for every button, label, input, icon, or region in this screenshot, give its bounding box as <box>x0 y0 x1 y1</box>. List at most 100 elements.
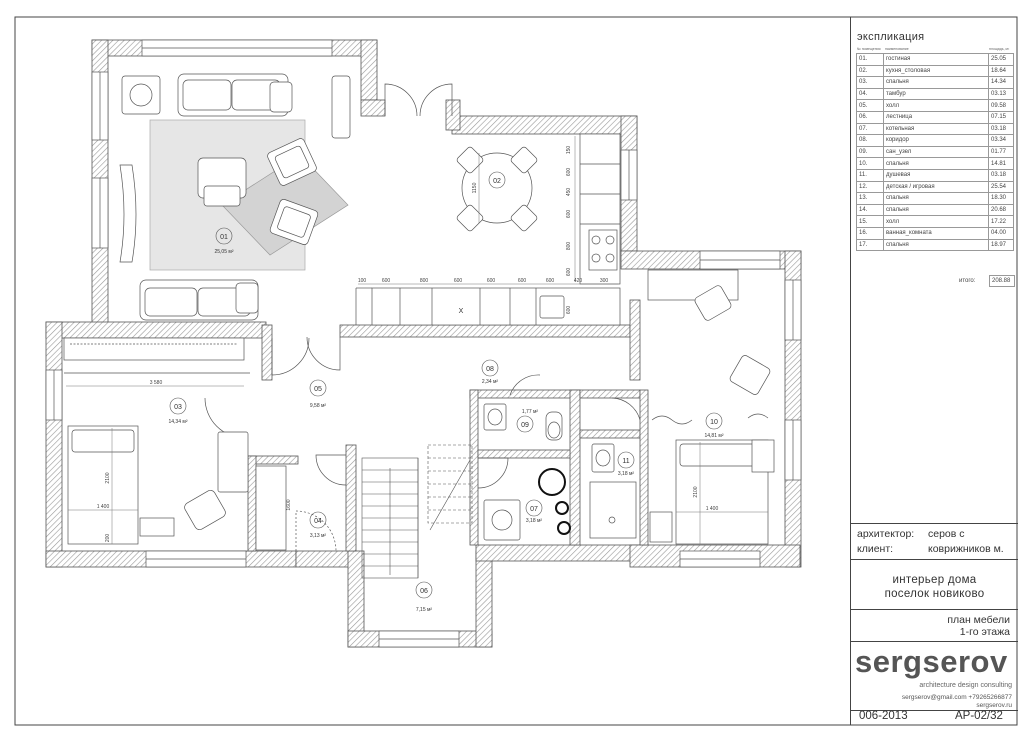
explication-row-area: 14.34 <box>988 76 1014 89</box>
room-05-area: 9,58 м² <box>310 403 327 409</box>
explication-row-number: 12. <box>856 180 884 194</box>
explication-col-area: площадь, м² <box>989 47 1010 51</box>
kitchen-marker: X <box>459 308 464 315</box>
room-03-number: 03 <box>174 404 182 411</box>
explication-row-name: душевая <box>883 168 989 182</box>
explication-row-number: 15. <box>856 215 884 228</box>
explication-row-area: 03.18 <box>988 122 1014 136</box>
explication-row-number: 01. <box>856 53 884 66</box>
title-block-divider <box>851 609 1018 610</box>
explication-row-name: тамбур <box>883 87 989 101</box>
kitchen-side-dim: 600 <box>566 306 572 315</box>
explication-row-area: 25.54 <box>988 180 1014 194</box>
architect-value: серов с <box>928 528 965 540</box>
kitchen-furniture <box>355 133 621 326</box>
explication-row-name: лестница <box>883 110 989 124</box>
explication-row-name: детская / игровая <box>883 180 989 194</box>
explication-row-name: гостиная <box>883 53 989 66</box>
explication-row-area: 18.97 <box>988 238 1014 252</box>
wardrobe-dim: 3 580 <box>150 380 163 386</box>
explication-total-value: 208.88 <box>989 275 1015 287</box>
plan-title-line1: план мебели <box>947 614 1010 626</box>
explication-row-number: 06. <box>856 110 884 124</box>
explication-row-number: 11. <box>856 168 884 182</box>
plan-title-line2: 1-го этажа <box>959 626 1010 638</box>
explication-row-area: 01.77 <box>988 145 1014 159</box>
title-block-divider <box>851 710 1018 711</box>
explication-row-area: 25.05 <box>988 53 1014 66</box>
room-06-area: 7,15 м² <box>416 607 433 613</box>
room-08-number: 08 <box>486 366 494 373</box>
bedroom-10-furniture <box>647 269 775 545</box>
client-value: коврижников м. <box>928 543 1004 555</box>
table-diameter-dim: 1150 <box>472 182 478 193</box>
explication-row-number: 17. <box>856 238 884 252</box>
explication-row-name: сан_узел <box>883 145 989 159</box>
sheet-code: 006-2013 <box>859 710 908 722</box>
title-block-divider <box>851 641 1018 642</box>
explication-row-number: 08. <box>856 134 884 147</box>
kitchen-run-dim: 600 <box>487 278 496 284</box>
explication-row-area: 14.81 <box>988 157 1014 170</box>
explication-row-name: кухня_столовая <box>883 64 989 78</box>
kitchen-side-dim: 600 <box>566 210 572 219</box>
explication-row-name: котельная <box>883 122 989 136</box>
explication-row-name: спальня <box>883 192 989 205</box>
explication-row-number: 03. <box>856 76 884 89</box>
living-room-furniture <box>119 73 351 321</box>
explication-col-num: № помещения <box>857 47 881 51</box>
kitchen-side-dim: 600 <box>566 268 572 277</box>
explication-row-number: 14. <box>856 203 884 217</box>
project-title-line1: интерьер дома <box>892 574 977 586</box>
explication-row-area: 18.30 <box>988 192 1014 205</box>
title-block: экспликация № помещения наименование пло… <box>850 17 1018 725</box>
room-05-number: 05 <box>314 386 322 393</box>
room04-depth-dim: 1600 <box>286 499 292 510</box>
project-title-line2: поселок новиково <box>884 588 985 600</box>
bedroom-03-furniture <box>63 337 287 551</box>
explication-row-number: 09. <box>856 145 884 159</box>
kitchen-dimension-lines <box>358 136 618 285</box>
explication-row-name: холл <box>883 215 989 228</box>
explication-title: экспликация <box>857 31 925 43</box>
room-01-area: 25,05 м² <box>214 249 233 255</box>
kitchen-run-dim: 600 <box>382 278 391 284</box>
architect-label: архитектор: <box>857 528 915 540</box>
explication-row-number: 16. <box>856 226 884 240</box>
room-02-number: 02 <box>493 178 501 185</box>
room-06-number: 06 <box>420 588 428 595</box>
kitchen-side-dim: 800 <box>566 242 572 251</box>
bedroom-03-dimension-lines <box>66 385 244 544</box>
explication-row-name: коридор <box>883 134 989 147</box>
explication-row-area: 20.68 <box>988 203 1014 217</box>
brand-contact: sergserov@gmail.com +79265266877 <box>901 694 1012 701</box>
explication-row-area: 09.58 <box>988 99 1014 112</box>
brand-site: sergserov.ru <box>976 702 1012 709</box>
room-10-area: 14,81 м² <box>704 433 723 439</box>
explication-col-name: наименование <box>885 47 909 51</box>
explication-row-area: 18.64 <box>988 64 1014 78</box>
bed10-width-dim: 1 400 <box>706 506 719 512</box>
kitchen-run-dim: 420 <box>574 278 583 284</box>
kitchen-run-dim: 600 <box>454 278 463 284</box>
room-09-number: 09 <box>521 422 529 429</box>
kitchen-run-dim: 800 <box>420 278 429 284</box>
client-label: клиент: <box>857 543 894 555</box>
kitchen-side-dim: 600 <box>566 168 572 177</box>
explication-row-area: 04.00 <box>988 226 1014 240</box>
windows <box>45 39 802 648</box>
sheet-number: AP-02/32 <box>955 710 1003 722</box>
explication-row-area: 07.15 <box>988 110 1014 124</box>
